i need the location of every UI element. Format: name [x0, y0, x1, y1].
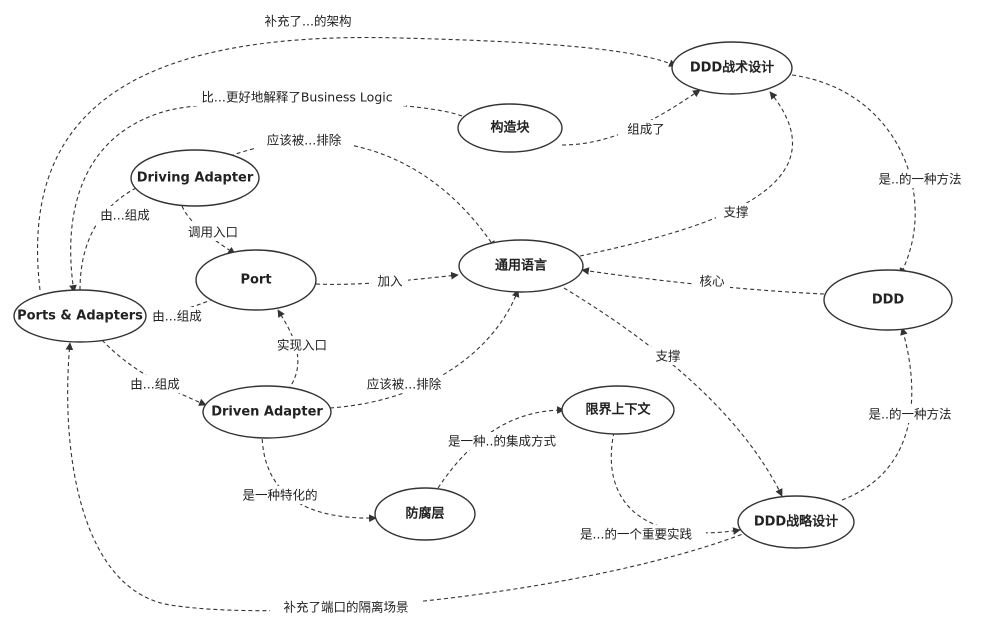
svg-text:支撑: 支撑: [723, 205, 749, 220]
svg-text:Driving Adapter: Driving Adapter: [137, 171, 254, 186]
svg-text:调用入口: 调用入口: [188, 225, 238, 240]
edge-label-strategic-to-pa: 补充了端口的隔离场景: [270, 598, 422, 616]
svg-text:补充了端口的隔离场景: 补充了端口的隔离场景: [283, 600, 408, 615]
svg-text:比...更好地解释了Business Logic: 比...更好地解释了Business Logic: [201, 90, 392, 105]
edge-driven-to-language: [329, 289, 520, 409]
svg-text:是..的一种方法: 是..的一种方法: [869, 407, 952, 422]
edges: [36, 36, 916, 612]
svg-text:补充了...的架构: 补充了...的架构: [265, 14, 352, 29]
svg-text:DDD: DDD: [872, 293, 905, 308]
edge-label-driving-to-language: 应该被...排除: [254, 131, 354, 149]
node-ddd[interactable]: DDD: [823, 269, 953, 331]
edge-label-block-to-pa: 比...更好地解释了Business Logic: [186, 88, 406, 106]
edge-pa-to-driven: [101, 339, 207, 406]
svg-text:Port: Port: [240, 273, 271, 288]
svg-text:加入: 加入: [377, 274, 403, 289]
edge-label-pa-to-port: 由...组成: [144, 307, 210, 325]
edge-label-driving-to-port: 调用入口: [178, 223, 248, 241]
edge-label-pa-to-driven: 由...组成: [122, 375, 188, 393]
edge-label-pa-to-driving: 由...组成: [92, 206, 158, 224]
svg-text:防腐层: 防腐层: [405, 506, 444, 522]
node-ddd-tactical[interactable]: DDD战术设计: [671, 41, 793, 95]
edge-label-port-to-language: 加入: [372, 272, 408, 290]
edge-language-to-tactical: [579, 91, 794, 257]
edge-label-block-to-tactical: 组成了: [618, 120, 674, 138]
edge-driving-to-port: [181, 205, 236, 255]
edge-label-pa-to-tactical: 补充了...的架构: [245, 12, 370, 30]
edge-label-driven-to-port: 实现入口: [266, 336, 338, 354]
nodes: DDD战术设计 构造块 Driving Adapter Port 通用语言 Po…: [13, 41, 953, 549]
node-driving-adapter[interactable]: Driving Adapter: [130, 149, 260, 207]
edge-pa-to-tactical: [36, 36, 677, 291]
svg-text:由...组成: 由...组成: [152, 309, 201, 324]
edge-label-ddd-to-language: 核心: [694, 272, 730, 290]
svg-text:由...组成: 由...组成: [100, 208, 149, 223]
node-port[interactable]: Port: [195, 249, 317, 311]
svg-text:应该被...排除: 应该被...排除: [267, 133, 342, 148]
edge-pa-to-driving: [79, 184, 143, 291]
edge-driving-to-language: [229, 140, 496, 249]
node-building-block[interactable]: 构造块: [457, 103, 563, 153]
edge-label-bounded-to-strategic: 是...的一个重要实践: [566, 525, 706, 543]
svg-text:限界上下文: 限界上下文: [585, 402, 651, 418]
svg-text:是...的一个重要实践: 是...的一个重要实践: [580, 527, 692, 542]
svg-text:是..的一种方法: 是..的一种方法: [879, 172, 962, 187]
svg-text:通用语言: 通用语言: [495, 258, 547, 274]
edge-label-driven-to-acl: 是一种特化的: [232, 486, 328, 504]
edge-label-tactical-to-ddd: 是..的一种方法: [868, 170, 972, 188]
svg-text:应该被...排除: 应该被...排除: [367, 377, 442, 392]
svg-text:构造块: 构造块: [490, 120, 530, 136]
edge-port-to-language: [315, 271, 459, 285]
edge-bounded-to-strategic: [610, 431, 741, 535]
node-driven-adapter[interactable]: Driven Adapter: [202, 385, 332, 439]
svg-text:是一种特化的: 是一种特化的: [242, 488, 317, 503]
svg-text:实现入口: 实现入口: [277, 338, 327, 353]
edge-driven-to-acl: [261, 431, 377, 523]
svg-text:由...组成: 由...组成: [130, 377, 179, 392]
svg-text:DDD战略设计: DDD战略设计: [754, 514, 838, 530]
svg-text:支撑: 支撑: [655, 349, 681, 364]
edge-driven-to-port: [277, 309, 299, 391]
edge-label-language-to-tactical: 支撑: [716, 203, 756, 221]
edge-label-language-to-strategic: 支撑: [648, 347, 688, 365]
edge-labels: 补充了...的架构 比...更好地解释了Business Logic 组成了 应…: [92, 12, 972, 616]
node-ubiquitous-language[interactable]: 通用语言: [458, 239, 584, 293]
edge-label-driven-to-language: 应该被...排除: [356, 375, 452, 393]
svg-text:Driven Adapter: Driven Adapter: [211, 405, 323, 420]
svg-text:Ports & Adapters: Ports & Adapters: [17, 309, 143, 324]
edge-label-acl-to-bounded: 是一种..的集成方式: [440, 432, 564, 450]
node-ddd-strategic[interactable]: DDD战略设计: [737, 495, 855, 549]
svg-text:组成了: 组成了: [627, 122, 665, 137]
edge-acl-to-bounded: [437, 406, 565, 489]
svg-text:是一种..的集成方式: 是一种..的集成方式: [448, 434, 556, 449]
node-acl[interactable]: 防腐层: [374, 487, 476, 541]
edge-language-to-strategic: [563, 287, 783, 497]
edge-strategic-to-ddd: [841, 327, 913, 501]
edge-tactical-to-ddd: [791, 74, 916, 276]
edge-label-strategic-to-ddd: 是..的一种方法: [858, 405, 962, 423]
node-bounded-context[interactable]: 限界上下文: [561, 385, 675, 435]
svg-text:核心: 核心: [699, 274, 725, 289]
node-ports-adapters[interactable]: Ports & Adapters: [13, 289, 147, 343]
svg-text:DDD战术设计: DDD战术设计: [690, 60, 774, 76]
